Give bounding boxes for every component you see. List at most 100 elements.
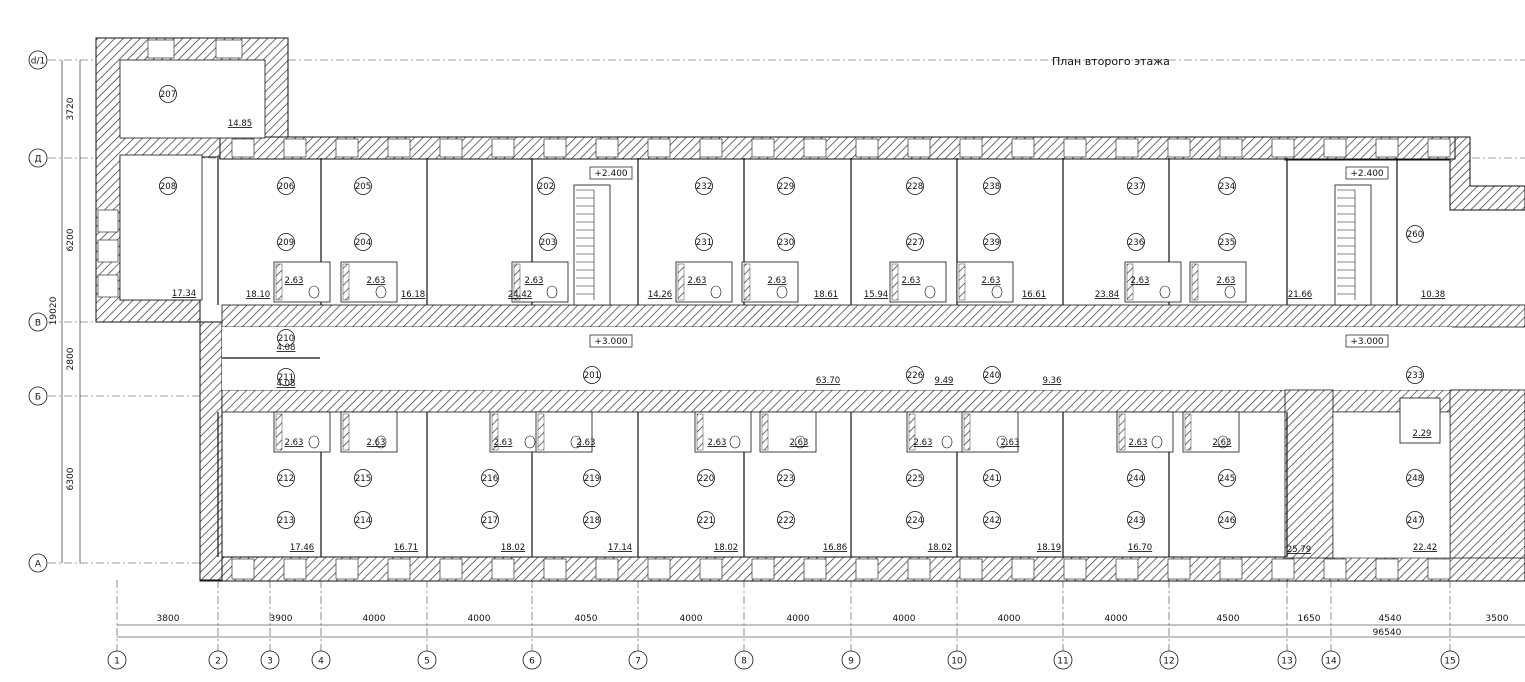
row-axis-label: А [35, 560, 42, 570]
room-number: 211 [278, 373, 294, 383]
room-number: 218 [584, 516, 600, 526]
room-number: 206 [278, 182, 294, 192]
bathroom [273, 411, 331, 453]
toilet-icon [776, 285, 788, 299]
bathroom-wall-tile [491, 413, 499, 451]
bathrooms [273, 261, 1441, 453]
bathroom [273, 261, 331, 303]
column-axis-marker [947, 650, 967, 670]
horizontal-dimension: 4000 [468, 614, 491, 624]
toilet-icon [1217, 435, 1229, 449]
room-marker [983, 469, 1001, 487]
room-area: 18.61 [814, 290, 838, 300]
windows [97, 39, 1451, 580]
room-area: 63.70 [816, 376, 840, 386]
horizontal-dimension: 4050 [575, 614, 598, 624]
room-area: 2.63 [790, 438, 809, 448]
room-number: 234 [1219, 182, 1235, 192]
bathroom-wall-tile [342, 263, 350, 301]
bathroom-wall-tile [908, 413, 916, 451]
room-number: 210 [278, 334, 294, 344]
room-marker [277, 177, 295, 195]
row-axis-marker [28, 553, 48, 573]
toilet-icon [996, 435, 1008, 449]
horizontal-total: 96540 [1373, 628, 1402, 638]
room-marker [1218, 469, 1236, 487]
window [959, 138, 983, 158]
level-mark-box [1345, 334, 1389, 348]
bathroom-wall-tile [963, 413, 971, 451]
column-axis-lines [116, 580, 1451, 652]
window [803, 138, 827, 158]
room-number: 240 [984, 371, 1000, 381]
window [751, 558, 775, 580]
bathroom-wall-tile [1126, 263, 1134, 301]
room-number: 231 [696, 238, 712, 248]
room-area: 2.63 [367, 438, 386, 448]
wall-room207-inner [119, 59, 266, 139]
room-area: 2.29 [1413, 429, 1432, 439]
column-axis-label: 8 [741, 657, 747, 667]
room-number: 237 [1128, 182, 1144, 192]
bathroom [741, 261, 799, 303]
window [97, 239, 119, 263]
room-number: 246 [1219, 516, 1235, 526]
room-marker [906, 511, 924, 529]
room-marker [983, 511, 1001, 529]
row-axis-label: Б [35, 393, 41, 403]
room-number: 212 [278, 474, 294, 484]
room-marker [1218, 511, 1236, 529]
room-marker [277, 511, 295, 529]
column-axis-marker [628, 650, 648, 670]
column-axis-label: 4 [318, 657, 324, 667]
window [335, 138, 359, 158]
bathroom [694, 411, 752, 453]
window [907, 138, 931, 158]
bathroom-wall-tile [1184, 413, 1192, 451]
column-axis-label: 14 [1325, 657, 1337, 667]
room-marker [159, 85, 177, 103]
room-number: 248 [1407, 474, 1423, 484]
room-number: 227 [907, 238, 923, 248]
row-axis-label: d/1 [31, 57, 45, 67]
column-axis-label: 13 [1281, 657, 1292, 667]
room-marker [697, 469, 715, 487]
bathroom [956, 261, 1014, 303]
room-marker [1406, 366, 1424, 384]
column-axis-marker [208, 650, 228, 670]
bathroom-wall-tile [537, 413, 545, 451]
room-number: 247 [1407, 516, 1423, 526]
toilet-icon [1151, 435, 1163, 449]
room-marker [906, 469, 924, 487]
horizontal-dimension: 4000 [998, 614, 1021, 624]
room-number: 239 [984, 238, 1000, 248]
window [647, 138, 671, 158]
window [907, 558, 931, 580]
room-number: 238 [984, 182, 1000, 192]
level-mark-box [589, 334, 633, 348]
room-marker [277, 469, 295, 487]
column-axis-label: 11 [1057, 657, 1068, 667]
room-number: 224 [907, 516, 923, 526]
row-axis-label: Д [34, 155, 41, 165]
room-area: 2.63 [577, 438, 596, 448]
level-mark-box [589, 166, 633, 180]
room-area: 2.63 [982, 276, 1001, 286]
room-number: 245 [1219, 474, 1235, 484]
room-number: 219 [584, 474, 600, 484]
toilet-icon [1224, 285, 1236, 299]
window [959, 558, 983, 580]
window [1063, 138, 1087, 158]
window [1427, 138, 1451, 158]
window [387, 558, 411, 580]
window [1219, 558, 1243, 580]
window [1115, 558, 1139, 580]
vertical-dimension: 6200 [66, 228, 76, 251]
room-number: 241 [984, 474, 1000, 484]
bathroom-wall-tile [761, 413, 769, 451]
room-number: 221 [698, 516, 714, 526]
toilet-icon [375, 285, 387, 299]
room-area: 2.63 [285, 276, 304, 286]
room-number: 230 [778, 238, 794, 248]
